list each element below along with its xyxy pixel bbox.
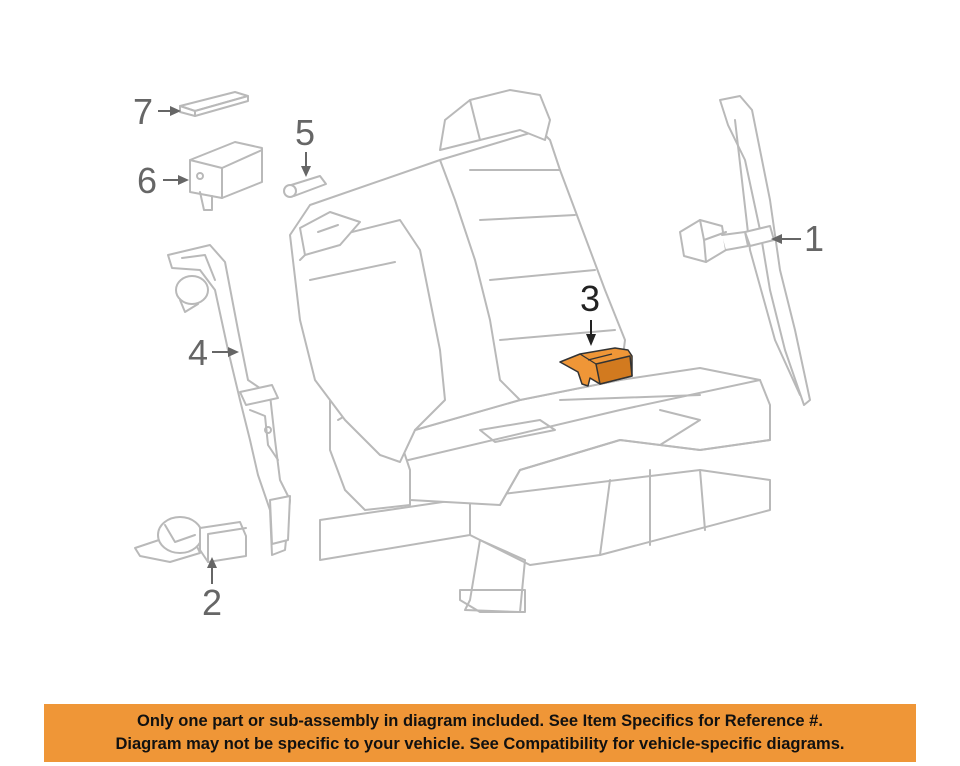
callout-2: 2 [202, 582, 222, 623]
callout-4: 4 [188, 332, 208, 373]
notice-line-1: Only one part or sub-assembly in diagram… [137, 712, 823, 730]
part-4-belt-assembly [167, 244, 291, 556]
part-7-cover [179, 91, 249, 117]
callouts: 1 2 3 4 5 6 7 [133, 91, 824, 623]
callout-5: 5 [295, 112, 315, 153]
part-5-bolt [283, 175, 327, 198]
part-6-bracket [189, 141, 263, 211]
callout-6: 6 [137, 160, 157, 201]
callout-3: 3 [580, 278, 600, 319]
callout-1: 1 [804, 218, 824, 259]
part-3-buckle-highlighted[interactable] [559, 347, 633, 387]
rear-seat-illustration [289, 89, 771, 613]
parts-diagram: 1 2 3 4 5 6 7 [133, 89, 824, 623]
part-1-retractor [679, 95, 811, 406]
notice-banner: Only one part or sub-assembly in diagram… [44, 704, 916, 762]
notice-line-2: Diagram may not be specific to your vehi… [115, 735, 845, 753]
part-2-anchor [134, 516, 247, 563]
callout-7: 7 [133, 91, 153, 132]
